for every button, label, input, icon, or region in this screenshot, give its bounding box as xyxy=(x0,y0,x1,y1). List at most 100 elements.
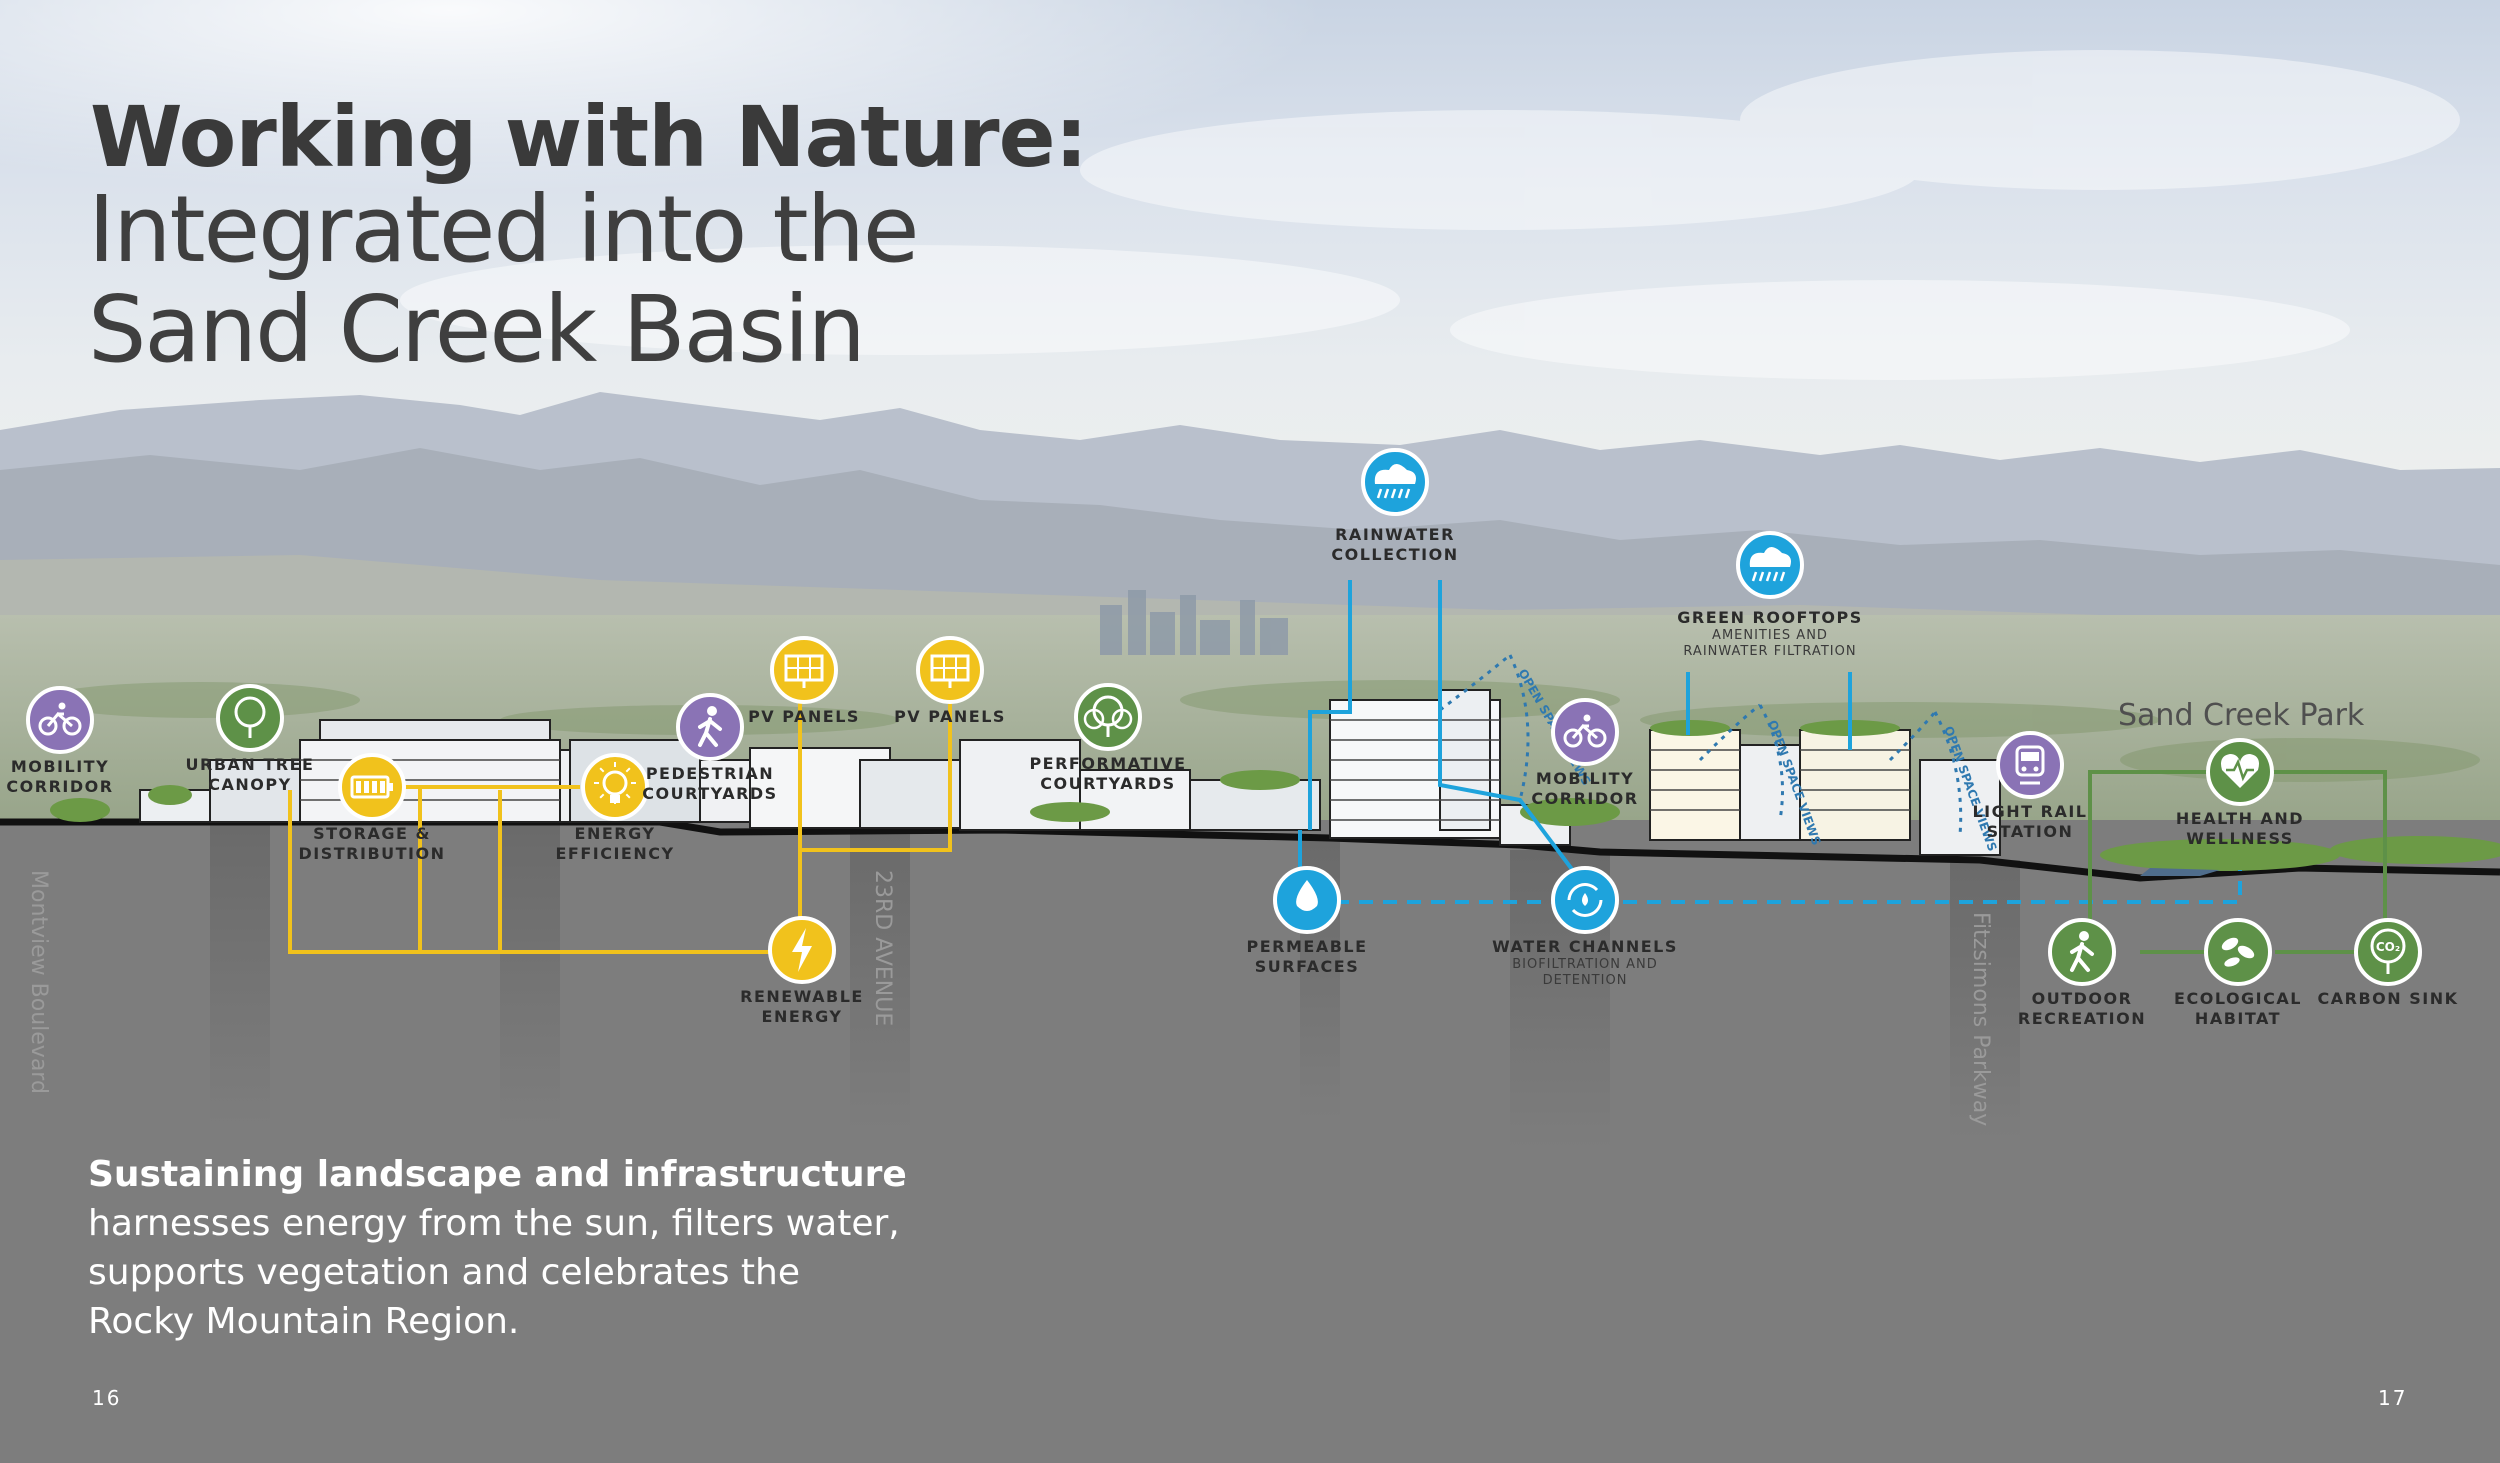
node-label: RAINWATER xyxy=(1335,525,1455,544)
node-pv-2: PV PANELS xyxy=(894,636,1006,726)
svg-text:CO₂: CO₂ xyxy=(2376,940,2400,954)
description-line: Rocky Mountain Region. xyxy=(88,1301,520,1342)
page-title: Working with Nature: xyxy=(90,88,1088,186)
node-label: ECOLOGICAL xyxy=(2174,989,2302,1008)
node-label: WATER CHANNELS xyxy=(1492,937,1678,956)
bike-icon xyxy=(38,702,82,736)
node-badge xyxy=(1551,698,1619,766)
energy-flow-lines xyxy=(288,672,952,954)
node-sublabel: DETENTION xyxy=(1543,973,1628,988)
node-sublabel: RAINWATER FILTRATION xyxy=(1683,644,1856,659)
walker-icon xyxy=(698,706,722,747)
page-subtitle-line: Integrated into the xyxy=(88,176,919,283)
node-label: CARBON SINK xyxy=(2318,989,2459,1008)
node-label: MOBILITY xyxy=(1536,769,1634,788)
page-subtitle-line: Sand Creek Basin xyxy=(88,276,866,383)
runner-icon xyxy=(2070,931,2094,972)
node-badge xyxy=(1996,731,2064,799)
street-23rd-avenue: 23RD AVENUE xyxy=(870,870,895,1026)
node-label: STORAGE & xyxy=(313,824,431,843)
node-label: MOBILITY xyxy=(11,757,109,776)
node-label: PERFORMATIVE xyxy=(1029,754,1186,773)
street-trees xyxy=(50,720,2500,871)
node-badge xyxy=(216,684,284,752)
node-label: OUTDOOR xyxy=(2032,989,2133,1008)
leaves-icon xyxy=(2221,937,2255,967)
node-label: RENEWABLE xyxy=(740,987,864,1006)
node-label: COURTYARDS xyxy=(1040,774,1175,793)
node-label: RECREATION xyxy=(2018,1009,2146,1028)
node-badge xyxy=(676,693,744,761)
rain-cloud-icon xyxy=(1749,547,1791,582)
sand-creek-park-label: Sand Creek Park xyxy=(2118,698,2365,733)
train-icon xyxy=(2015,745,2045,785)
node-storage: STORAGE &DISTRIBUTION xyxy=(299,753,446,863)
open-space-views xyxy=(1439,653,1963,836)
node-badge xyxy=(2354,918,2422,986)
heart-pulse-icon xyxy=(2221,754,2259,788)
node-badge xyxy=(26,686,94,754)
lightning-icon xyxy=(792,928,812,972)
street-fitzsimons: Fitzsimons Parkway xyxy=(1968,912,1993,1126)
node-badge xyxy=(2048,918,2116,986)
node-label: HABITAT xyxy=(2195,1009,2281,1028)
lightbulb-icon xyxy=(594,762,636,804)
node-pv-1: PV PANELS xyxy=(748,636,858,726)
battery-icon xyxy=(350,775,393,799)
node-badge xyxy=(770,636,838,704)
node-label: CANOPY xyxy=(208,775,291,794)
node-label: PERMEABLE xyxy=(1246,937,1367,956)
node-label: WELLNESS xyxy=(2186,829,2294,848)
trees-icon xyxy=(1083,695,1133,737)
solar-panel-icon xyxy=(930,654,970,688)
node-label: EFFICIENCY xyxy=(555,844,674,863)
node-carbon: CO₂ CARBON SINK xyxy=(2318,918,2459,1008)
water-flow-lines xyxy=(1298,580,1852,882)
water-dashed-line xyxy=(1335,870,2242,904)
sand-creek xyxy=(2140,868,2220,876)
node-label: ENERGY xyxy=(762,1007,843,1026)
tree-icon xyxy=(234,696,266,738)
solar-panel-icon xyxy=(784,654,824,688)
recycle-water-icon xyxy=(1567,883,1603,917)
node-label: DISTRIBUTION xyxy=(299,844,446,863)
page-number-left: 16 xyxy=(92,1386,122,1410)
description-line: harnesses energy from the sun, filters w… xyxy=(88,1203,900,1244)
water-drop-icon xyxy=(1296,880,1318,911)
clouds xyxy=(400,50,2460,380)
page-number-right: 17 xyxy=(2378,1386,2408,1410)
street-montview: Montview Boulevard xyxy=(26,870,51,1094)
node-badge xyxy=(2204,918,2272,986)
rain-cloud-icon xyxy=(1374,464,1416,499)
node-label: STATION xyxy=(1987,822,2074,841)
node-sublabel: AMENITIES AND xyxy=(1712,628,1828,643)
node-badge xyxy=(916,636,984,704)
node-label: SURFACES xyxy=(1255,957,1360,976)
node-badge xyxy=(581,753,649,821)
node-label: PV PANELS xyxy=(894,707,1006,726)
bike-icon xyxy=(1563,714,1607,748)
description-lead: Sustaining landscape and infrastructure xyxy=(88,1154,907,1195)
ground-section xyxy=(0,822,2500,1463)
co2-tree-icon: CO₂ xyxy=(2370,928,2406,974)
node-label: CORRIDOR xyxy=(1531,789,1638,808)
node-label: ENERGY xyxy=(575,824,656,843)
node-label: CORRIDOR xyxy=(6,777,113,796)
downtown-skyline xyxy=(1100,590,1288,655)
node-sublabel: BIOFILTRATION AND xyxy=(1512,957,1658,972)
